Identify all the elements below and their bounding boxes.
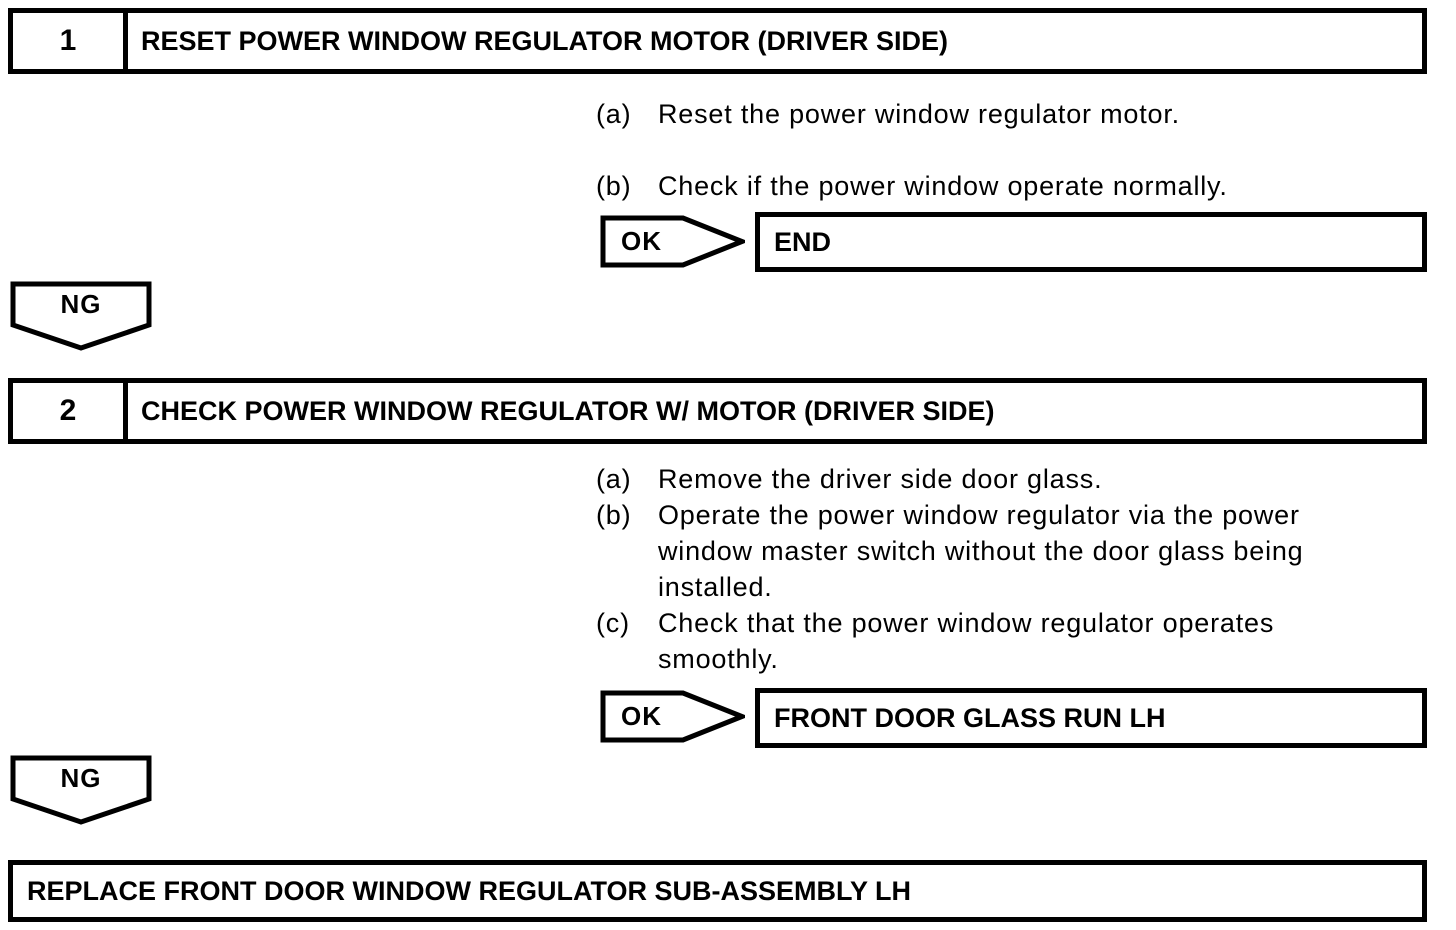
ok-arrow-icon	[600, 215, 745, 268]
substep-label: (b)	[596, 500, 632, 530]
step-1-ok-connector: OK	[600, 215, 745, 268]
substep-text: Reset the power window regulator motor.	[658, 99, 1180, 129]
step-2-header: 2 CHECK POWER WINDOW REGULATOR W/ MOTOR …	[8, 378, 1427, 444]
step-1-header: 1 RESET POWER WINDOW REGULATOR MOTOR (DR…	[8, 8, 1427, 74]
ng-arrow-icon	[10, 755, 152, 825]
ok-label: OK	[621, 701, 662, 731]
ng-label: NG	[60, 288, 102, 319]
step-1-ng-connector: NG	[10, 281, 152, 352]
ok-label: OK	[621, 226, 662, 256]
ok-arrow-icon	[600, 690, 745, 743]
substep-text: Operate the power window regulator via t…	[658, 500, 1304, 602]
step-1-title: RESET POWER WINDOW REGULATOR MOTOR (DRIV…	[141, 25, 949, 56]
step-2-ng-connector: NG	[10, 755, 152, 826]
step-2-ok-connector: OK	[600, 690, 745, 743]
substep: (b) Operate the power window regulator v…	[596, 497, 1358, 605]
substep: (b) Check if the power window operate no…	[596, 168, 1358, 204]
ng-label: NG	[60, 762, 102, 793]
substep: (a) Reset the power window regulator mot…	[596, 96, 1358, 132]
substep-label: (c)	[596, 608, 630, 638]
substep-label: (a)	[596, 99, 632, 129]
substep: (c) Check that the power window regulato…	[596, 605, 1358, 677]
step-1-substeps: (a) Reset the power window regulator mot…	[596, 96, 1358, 204]
ng-arrow-icon	[10, 281, 152, 351]
substep-label: (a)	[596, 464, 632, 494]
substep-text: Check that the power window regulator op…	[658, 608, 1275, 674]
step-2-title: CHECK POWER WINDOW REGULATOR W/ MOTOR (D…	[141, 395, 995, 426]
final-action-box: REPLACE FRONT DOOR WINDOW REGULATOR SUB-…	[8, 860, 1427, 922]
step-2-substeps: (a) Remove the driver side door glass. (…	[596, 461, 1358, 677]
substep-text: Check if the power window operate normal…	[658, 171, 1228, 201]
substep: (a) Remove the driver side door glass.	[596, 461, 1358, 497]
step-1-result-box: END	[755, 212, 1427, 272]
substep-text: Remove the driver side door glass.	[658, 464, 1103, 494]
substep-label: (b)	[596, 171, 632, 201]
step-1-number: 1	[13, 13, 128, 69]
step-2-result-box: FRONT DOOR GLASS RUN LH	[755, 688, 1427, 748]
step-2-number: 2	[13, 383, 128, 439]
